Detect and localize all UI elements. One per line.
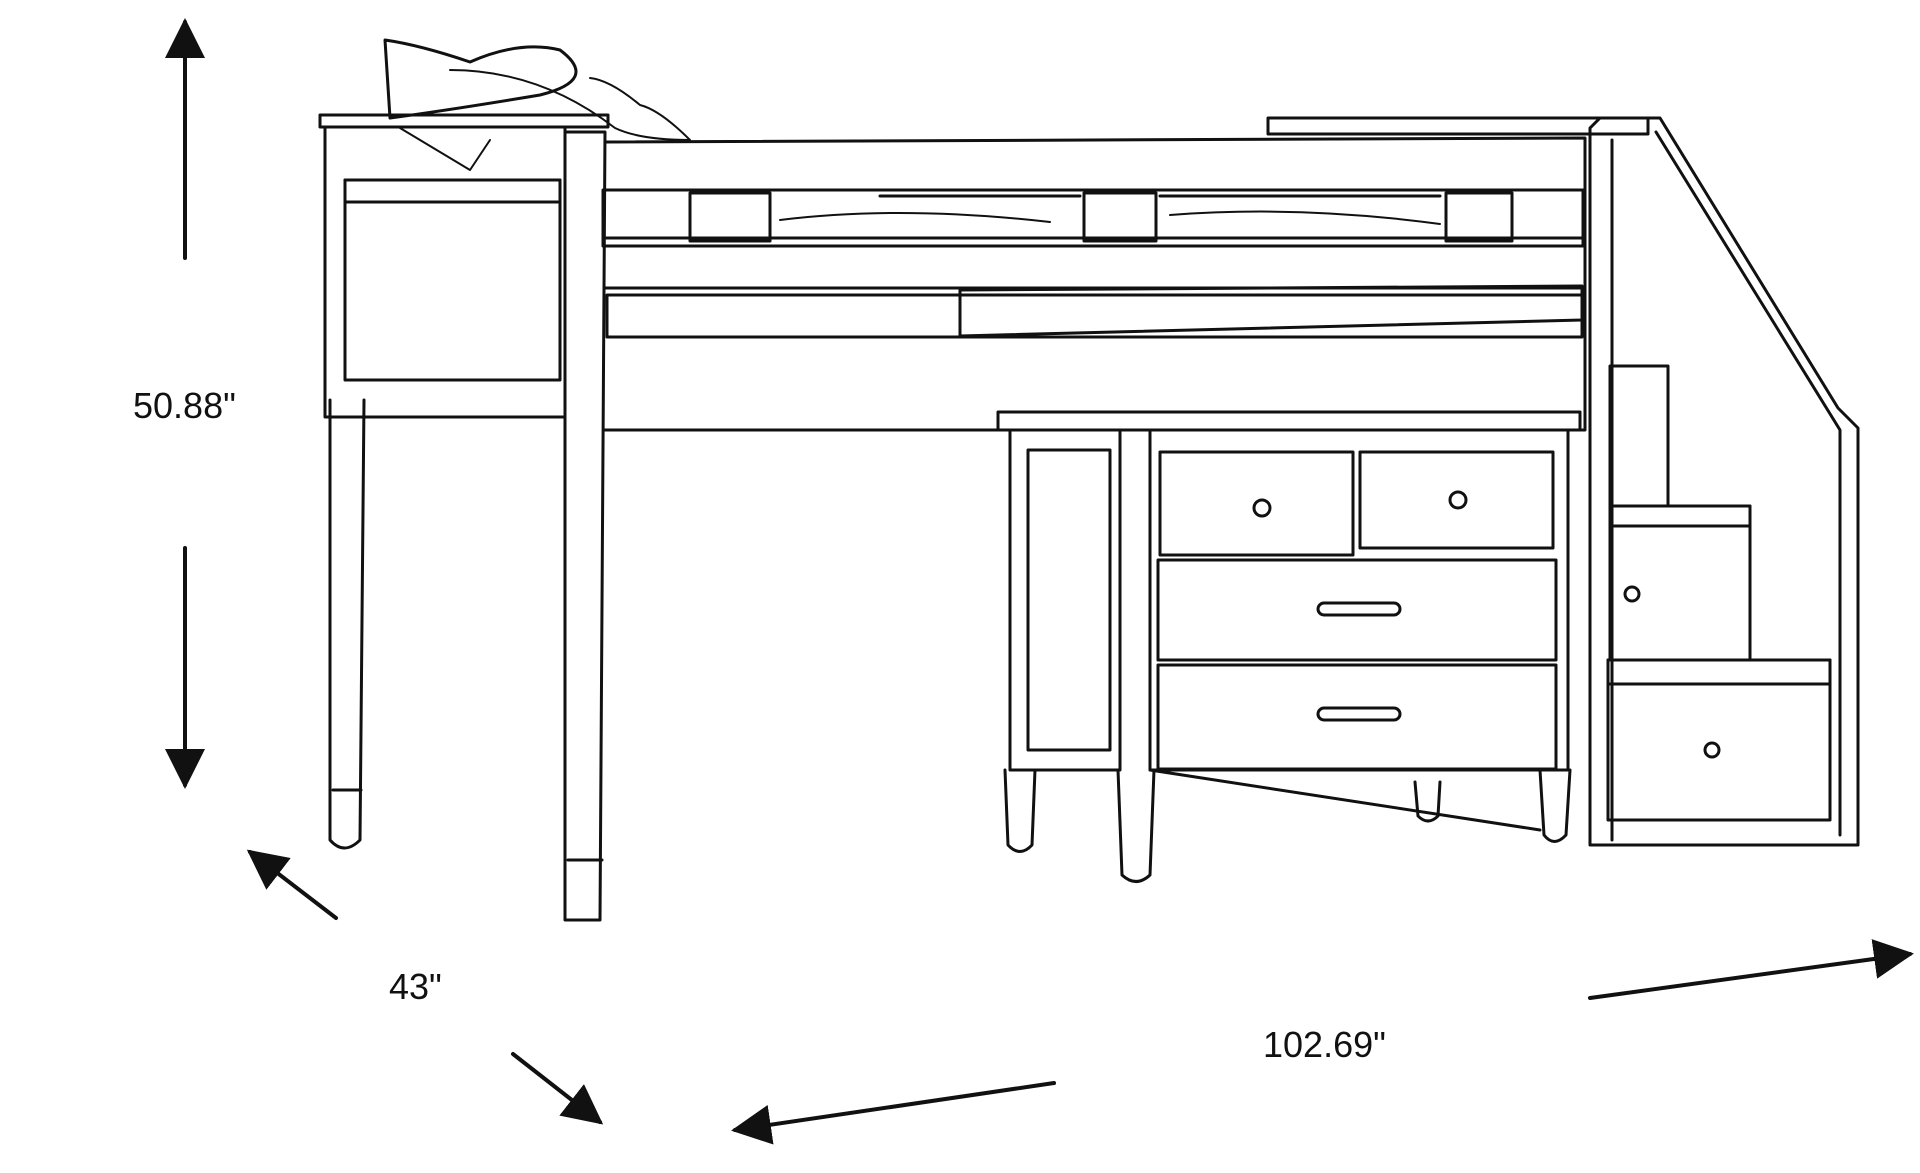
- guard-rail: [601, 188, 1585, 248]
- side-rail: [603, 136, 1587, 432]
- top-rail: [318, 113, 610, 129]
- dresser-leg-3: [1413, 780, 1442, 823]
- bed-frame: [318, 38, 1587, 922]
- stairs: [1266, 116, 1860, 847]
- dresser-leg-2: [1116, 768, 1156, 883]
- stair-step-2: [1608, 504, 1752, 662]
- headboard-panel: [323, 125, 567, 419]
- drawer-top-left: [1158, 450, 1355, 557]
- stair-knob-1: [1623, 585, 1641, 603]
- depth-arrow-back: [246, 849, 338, 920]
- drawer-pull-1: [1316, 601, 1402, 617]
- back-leg: [328, 398, 366, 850]
- dresser-leg-4: [1538, 768, 1572, 843]
- drawer-knob-2: [1448, 490, 1468, 510]
- pillow: [383, 38, 578, 120]
- stair-knob-2: [1703, 741, 1721, 759]
- dresser-side: [1008, 428, 1122, 772]
- width-dimension-label: 102.69": [1263, 1024, 1386, 1065]
- drawer-pull-2: [1316, 706, 1402, 722]
- depth-dimension-label: 43": [389, 966, 442, 1007]
- width-arrow-left: [731, 1081, 1056, 1145]
- depth-arrow-front: [511, 1052, 604, 1125]
- drawer-bottom: [1156, 663, 1558, 771]
- stair-top-rail: [1266, 116, 1650, 136]
- width-arrow-right: [1588, 939, 1914, 1000]
- drawer-knob-1: [1252, 498, 1272, 518]
- dresser: [996, 410, 1582, 883]
- front-leg: [563, 130, 607, 922]
- stair-step-1: [1608, 364, 1670, 508]
- stair-side-panel: [1588, 116, 1860, 847]
- drawer-top-right: [1358, 450, 1555, 550]
- drawer-middle: [1156, 558, 1558, 662]
- dresser-top: [996, 410, 1582, 432]
- dimension-arrows: [165, 18, 1914, 1145]
- mattress: [605, 293, 1584, 339]
- height-dimension-label: 50.88": [133, 385, 236, 426]
- dresser-leg-1: [1003, 768, 1037, 853]
